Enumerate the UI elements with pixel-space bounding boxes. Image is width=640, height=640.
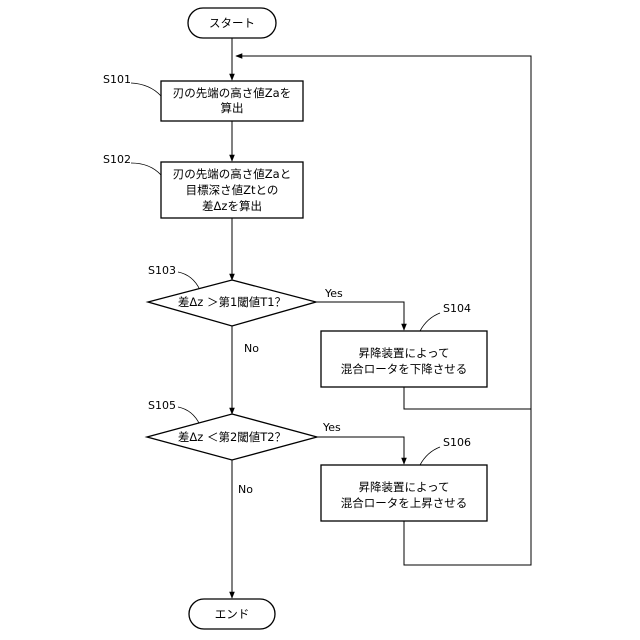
s105-yes-label: Yes bbox=[322, 421, 341, 434]
s103-no-label: No bbox=[244, 342, 259, 355]
return-line-s104 bbox=[404, 387, 531, 409]
s105-label: S105 bbox=[148, 399, 176, 412]
s105-leader bbox=[178, 407, 200, 425]
arrow-s105-yes bbox=[317, 437, 404, 464]
s106-leader bbox=[420, 447, 440, 465]
step-s102: S102 刃の先端の高さ値Zaと 目標深さ値Ztとの 差Δzを算出 bbox=[103, 153, 303, 218]
end-label: エンド bbox=[215, 607, 250, 621]
s103-question: 差Δz ＞第1閾値T1？ bbox=[178, 295, 286, 309]
decision-s103: S103 差Δz ＞第1閾値T1？ Yes No bbox=[148, 264, 343, 355]
s102-line-1: 刃の先端の高さ値Zaと bbox=[173, 167, 291, 181]
s101-line-1: 刃の先端の高さ値Zaを bbox=[173, 86, 291, 100]
s106-line-1: 昇降装置によって bbox=[358, 480, 449, 494]
s102-line-2: 目標深さ値Ztとの bbox=[186, 183, 279, 197]
s104-leader bbox=[420, 313, 440, 331]
s104-line-1: 昇降装置によって bbox=[358, 346, 449, 360]
s102-line-3: 差Δzを算出 bbox=[202, 199, 262, 213]
s102-leader bbox=[131, 163, 161, 175]
s103-label: S103 bbox=[148, 264, 176, 277]
arrow-s103-yes bbox=[316, 302, 404, 330]
s103-leader bbox=[178, 272, 200, 290]
start-label: スタート bbox=[209, 16, 255, 30]
s103-yes-label: Yes bbox=[324, 287, 343, 300]
s101-line-2: 算出 bbox=[221, 101, 244, 115]
step-s101: S101 刃の先端の高さ値Zaを 算出 bbox=[103, 73, 303, 121]
s102-label: S102 bbox=[103, 153, 131, 166]
s106-label: S106 bbox=[443, 436, 471, 449]
end-terminal: エンド bbox=[189, 599, 275, 629]
decision-s105: S105 差Δz ＜第2閾値T2？ Yes No bbox=[147, 399, 341, 496]
s106-line-2: 混合ロータを上昇させる bbox=[341, 496, 468, 510]
s104-line-2: 混合ロータを下降させる bbox=[341, 362, 468, 376]
s105-no-label: No bbox=[238, 483, 253, 496]
s104-label: S104 bbox=[443, 302, 471, 315]
start-terminal: スタート bbox=[188, 8, 276, 38]
s105-question: 差Δz ＜第2閾値T2？ bbox=[178, 430, 286, 444]
s101-leader bbox=[131, 83, 161, 96]
s101-label: S101 bbox=[103, 73, 131, 86]
